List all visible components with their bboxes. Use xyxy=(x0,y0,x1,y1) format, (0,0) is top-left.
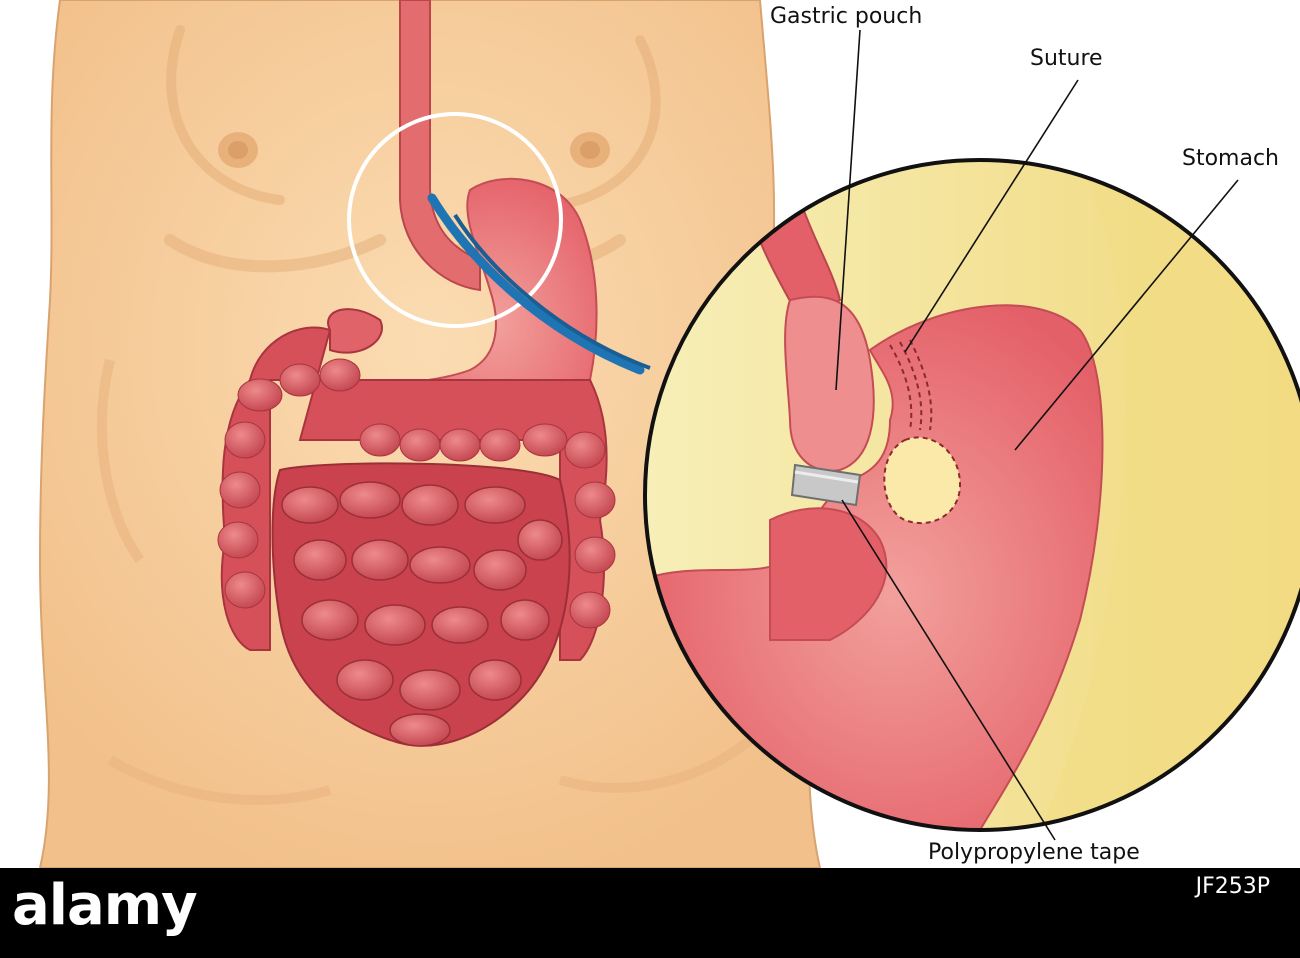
footer-image-id: JF253P xyxy=(1195,874,1270,899)
inset-view xyxy=(643,158,1300,832)
esophagus xyxy=(399,0,481,292)
label-suture: Suture xyxy=(1030,46,1103,71)
suture xyxy=(889,339,933,431)
footer-bar: alamy JF253P xyxy=(0,868,1300,958)
footer-logo: alamy xyxy=(12,873,198,938)
label-stomach: Stomach xyxy=(1182,146,1280,171)
label-gastric-pouch: Gastric pouch xyxy=(770,4,923,29)
polypropylene-tape-band xyxy=(790,463,862,507)
leader-lines xyxy=(835,29,1239,841)
label-polypropylene-tape: Polypropylene tape xyxy=(928,840,1140,865)
magnifier-circle-icon xyxy=(347,112,563,328)
small-intestine xyxy=(271,462,571,747)
large-intestine xyxy=(217,308,616,661)
